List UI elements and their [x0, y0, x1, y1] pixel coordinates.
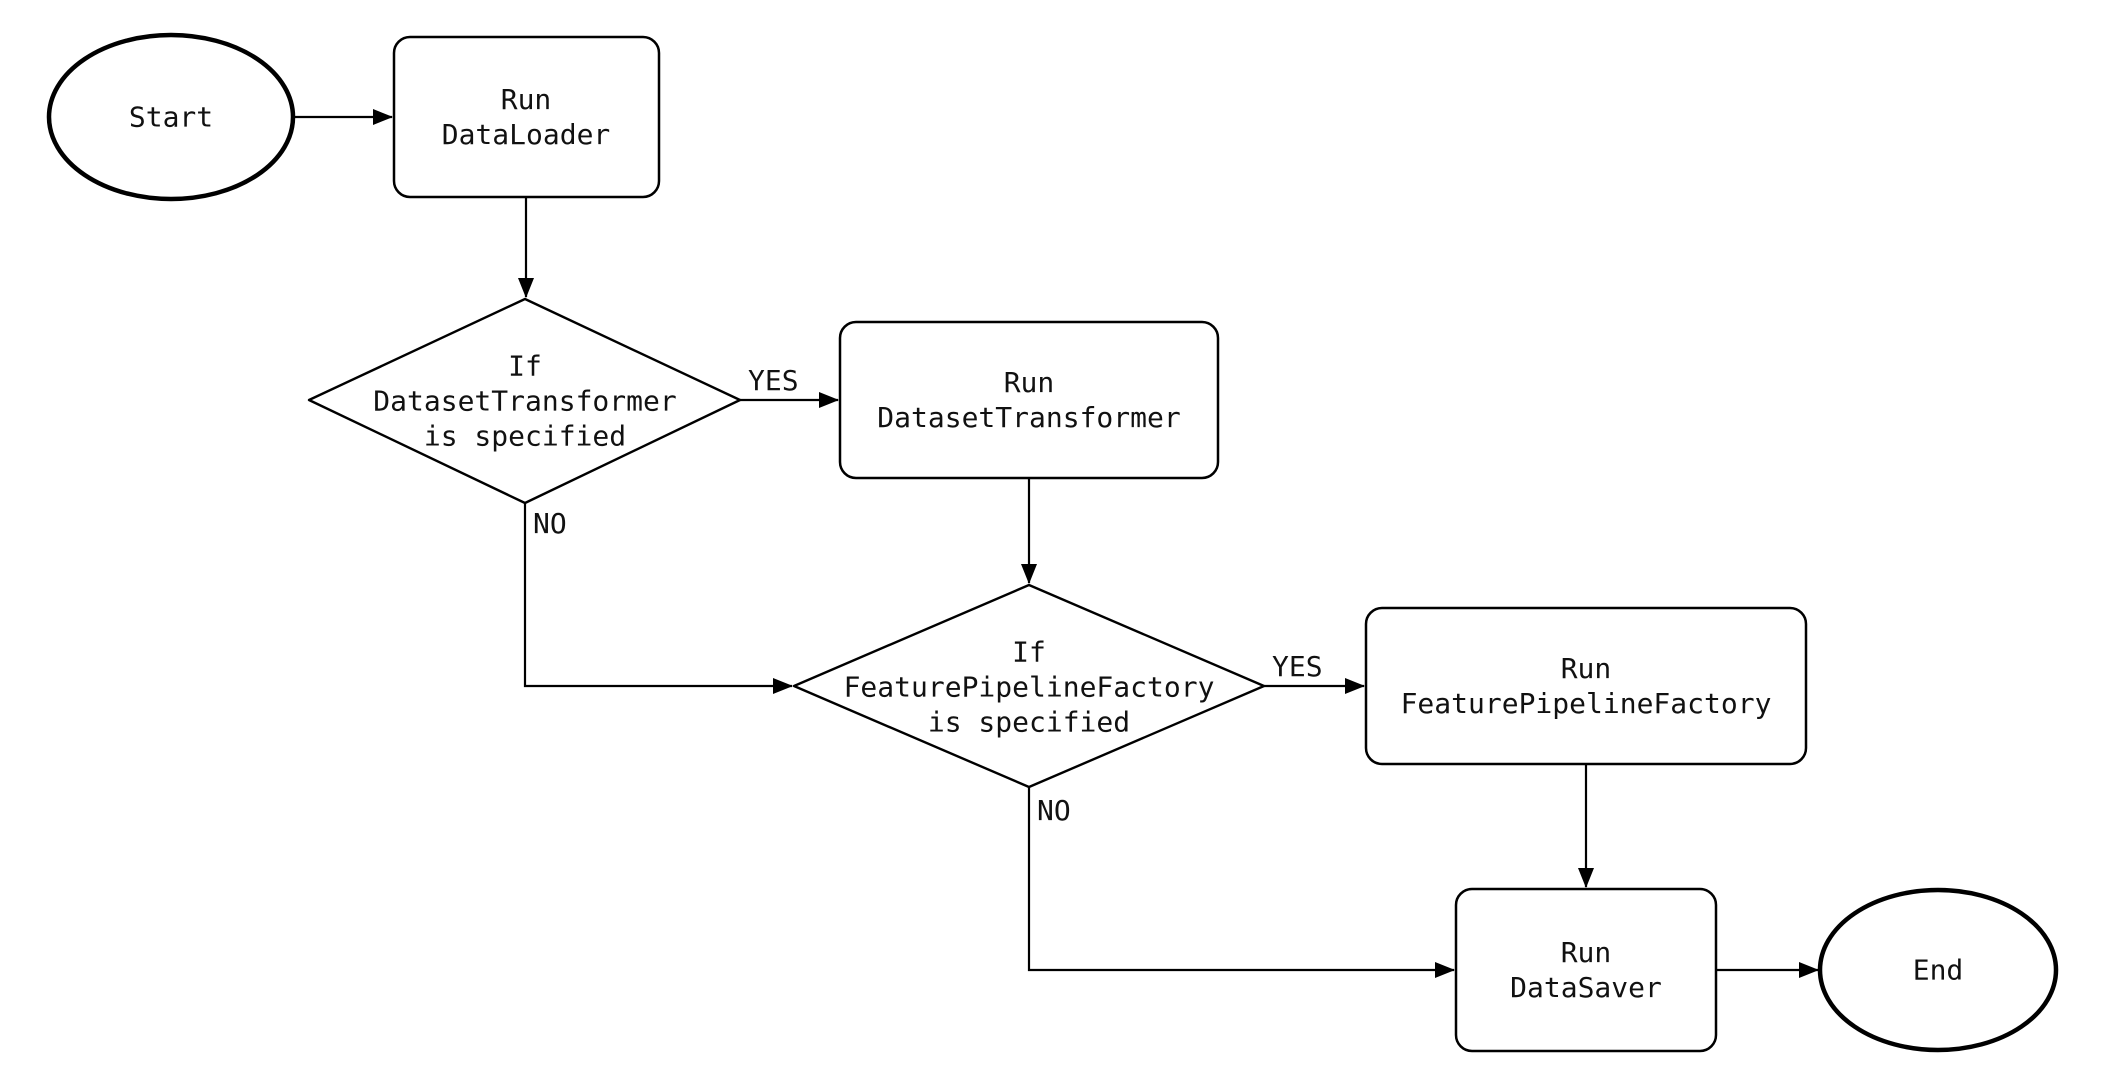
run-dataloader-node-label: Run DataLoader [441, 83, 611, 151]
if-feature-pipeline-factory-decision-label: If FeaturePipelineFactory is specified [843, 635, 1215, 739]
start-node-label: Start [128, 100, 214, 134]
run-datasaver-node-label: Run DataSaver [1510, 936, 1662, 1004]
edge-label-no-feature-pipeline-factory: NO [1037, 794, 1071, 827]
edge-label-yes-dataset-transformer: YES [748, 364, 799, 397]
edge-no-to-if-feature-pipeline-factory [523, 503, 793, 694]
run-dataset-transformer-node-label: Run DatasetTransformer [877, 366, 1181, 434]
end-node-label: End [1912, 953, 1964, 987]
if-dataset-transformer-decision-label: If DatasetTransformer is specified [373, 349, 677, 453]
edge-label-no-dataset-transformer: NO [533, 507, 567, 540]
edge-no-to-datasaver [1027, 787, 1455, 978]
end-node-shape [1817, 887, 2059, 1053]
edge-label-yes-feature-pipeline-factory: YES [1272, 650, 1323, 683]
run-feature-pipeline-factory-node-label: Run FeaturePipelineFactory [1400, 652, 1772, 720]
